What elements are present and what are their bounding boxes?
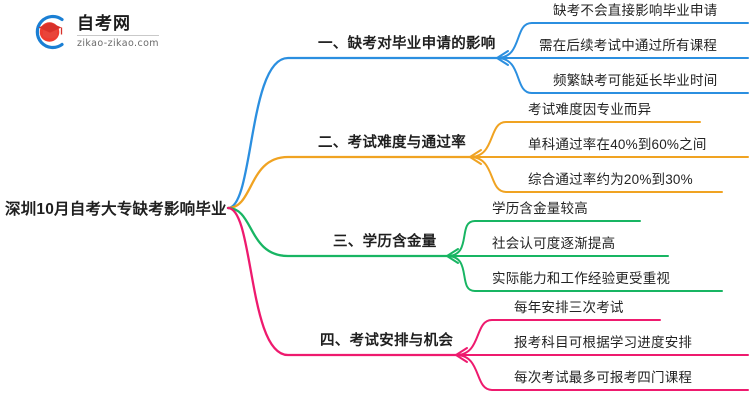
branch-4-leaf-1-label[interactable]: 每年安排三次考试 bbox=[514, 300, 624, 315]
branch-3-fork-arrow bbox=[446, 248, 459, 264]
root-node-label[interactable]: 深圳10月自考大专缺考影响毕业 bbox=[5, 201, 227, 218]
logo-text-block: 自考网 zikao-zikao.com bbox=[77, 15, 159, 49]
branch-2-fork-arrow bbox=[469, 149, 482, 165]
branch-3-leaf-2-label[interactable]: 社会认可度逐渐提高 bbox=[492, 236, 616, 251]
branch-4-label[interactable]: 四、考试安排与机会 bbox=[320, 333, 454, 349]
branch-1-leaf-3-label[interactable]: 频繁缺考可能延长毕业时间 bbox=[553, 73, 718, 88]
cap-body bbox=[43, 29, 57, 39]
branch-2-trunk bbox=[226, 155, 472, 210]
branch-1-leaf-1-label[interactable]: 缺考不会直接影响毕业申请 bbox=[553, 3, 718, 18]
branch-2-leaf-2-label[interactable]: 单科通过率在40%到60%之间 bbox=[528, 137, 707, 152]
branch-3-leaf-1-label[interactable]: 学历含金量较高 bbox=[492, 201, 588, 216]
cap-top bbox=[38, 22, 62, 33]
branch-4-leaf-2-label[interactable]: 报考科目可根据学习进度安排 bbox=[514, 335, 693, 350]
logo-ring bbox=[35, 14, 64, 50]
branch-4-leaf-3-label[interactable]: 每次考试最多可报考四门课程 bbox=[514, 370, 693, 385]
logo-divider bbox=[77, 35, 159, 37]
branch-1-label[interactable]: 一、缺考对毕业申请的影响 bbox=[318, 36, 496, 52]
branch-2-label[interactable]: 二、考试难度与通过率 bbox=[318, 135, 466, 151]
graduation-cap-icon bbox=[35, 14, 64, 50]
branch-4-fork-arrow bbox=[455, 347, 468, 363]
branch-2-leaf-1-label[interactable]: 考试难度因专业而异 bbox=[528, 102, 652, 117]
branch-3-label[interactable]: 三、学历含金量 bbox=[333, 234, 437, 250]
logo-name: 自考网 bbox=[77, 14, 131, 34]
logo-url: zikao-zikao.com bbox=[77, 38, 159, 50]
branch-3-leaf-3-label[interactable]: 实际能力和工作经验更受重视 bbox=[492, 271, 671, 286]
branch-1-leaf-2-label[interactable]: 需在后续考试中通过所有课程 bbox=[539, 38, 718, 53]
branch-1-fork-arrow bbox=[496, 50, 509, 66]
site-logo[interactable]: 自考网 zikao-zikao.com bbox=[28, 12, 159, 52]
branch-2-leaf-3-label[interactable]: 综合通过率约为20%到30% bbox=[528, 172, 693, 187]
